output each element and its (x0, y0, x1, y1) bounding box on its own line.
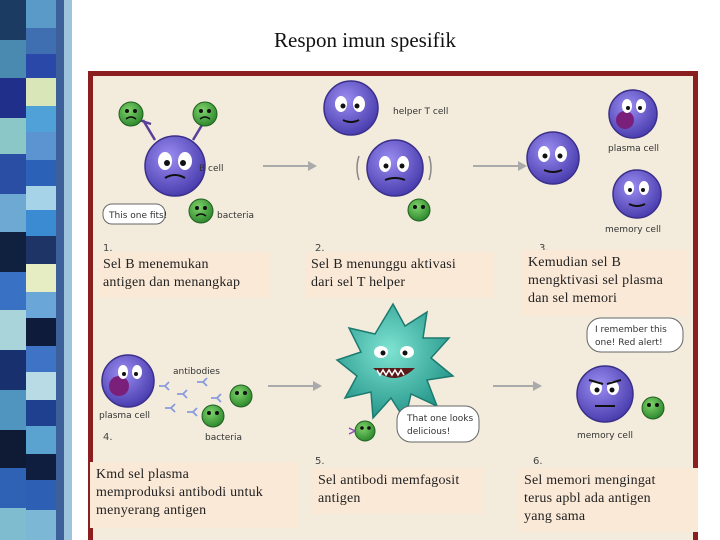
speech-text-6b: one! Red alert! (595, 338, 663, 348)
b-cell-1 (138, 118, 212, 197)
caption-1-line-1: Sel B menemukan (103, 257, 209, 272)
memory-cell-label-1: memory cell (605, 225, 661, 235)
memory-cell-2 (576, 365, 634, 423)
caption-step-3: Kemudian sel B mengktivasi sel plasma da… (522, 250, 688, 316)
caption-6-line-3: yang sama (524, 509, 586, 524)
bacteria-1b (192, 101, 218, 127)
caption-4-line-3: menyerang antigen (96, 503, 207, 518)
caption-step-1: Sel B menemukan antigen dan menangkap (97, 252, 269, 298)
plasma-cell-label-1: plasma cell (608, 144, 659, 154)
bacteria-label-1: bacteria (217, 211, 254, 221)
decorative-stripe (0, 0, 72, 540)
plasma-cell-1 (608, 89, 658, 139)
bacteria-1a (118, 101, 144, 127)
memory-cell-1 (612, 169, 662, 219)
antibody-swarm (159, 377, 222, 417)
step-number-4: 4. (103, 432, 113, 443)
b-cell-2 (356, 139, 432, 197)
caption-3-line-2: mengktivasi sel plasma (528, 273, 664, 288)
step-number-6: 6. (533, 456, 543, 467)
speech-bubble-5 (396, 405, 480, 443)
figure-illustration: B cell bacteria This one fits! 1. helper… (99, 80, 684, 467)
caption-2-line-1: Sel B menunggu aktivasi (311, 257, 456, 272)
bacteria-5 (348, 420, 376, 442)
caption-1-line-2: antigen dan menangkap (103, 275, 241, 290)
caption-step-6: Sel memori mengingat terus apbl ada anti… (518, 468, 698, 532)
speech-bubble-6 (586, 317, 684, 353)
caption-5-line-2: antigen (318, 491, 361, 506)
caption-4-line-2: memproduksi antibodi untuk (96, 485, 263, 500)
caption-4-line-1: Kmd sel plasma (96, 467, 190, 482)
caption-step-2: Sel B menunggu aktivasi dari sel T helpe… (305, 252, 493, 298)
bacteria-4a (229, 384, 253, 408)
plasma-cell-label-2: plasma cell (99, 411, 150, 421)
caption-3-line-3: dan sel memori (528, 291, 618, 306)
step-number-1: 1. (103, 243, 113, 254)
speech-text-1: This one fits! (108, 211, 167, 221)
helper-t-cell (323, 80, 379, 136)
arrowhead-4-5 (313, 381, 322, 391)
macrophage (335, 302, 455, 422)
step-number-5: 5. (315, 456, 325, 467)
caption-step-4: Kmd sel plasma memproduksi antibodi untu… (90, 462, 298, 528)
speech-text-5b: delicious! (407, 427, 450, 437)
step-number-3: 3. (539, 243, 549, 254)
caption-3-line-1: Kemudian sel B (528, 255, 622, 270)
speech-bubble-1 (102, 203, 166, 225)
plasma-cell-2 (101, 354, 155, 408)
speech-text-5a: That one looks (406, 414, 473, 424)
bacteria-label-2: bacteria (205, 433, 242, 443)
bacteria-1c (188, 198, 214, 224)
caption-6-line-1: Sel memori mengingat (524, 473, 656, 488)
helper-t-cell-label: helper T cell (393, 107, 448, 117)
antibodies-label: antibodies (173, 367, 220, 377)
caption-6-line-2: terus apbl ada antigen (524, 491, 651, 506)
step-number-2: 2. (315, 243, 325, 254)
bacteria-4b (201, 404, 225, 428)
slide-title: Respon imun spesifik (274, 28, 456, 52)
bacteria-2 (407, 198, 431, 222)
arrowhead-1-2 (308, 161, 317, 171)
arrowhead-5-6 (533, 381, 542, 391)
bacteria-6 (641, 396, 665, 420)
caption-step-5: Sel antibodi memfagosit antigen (312, 468, 484, 514)
speech-text-6a: I remember this (595, 325, 667, 335)
b-cell-3 (526, 131, 580, 185)
arrowhead-2-3 (518, 161, 527, 171)
memory-cell-label-2: memory cell (577, 431, 633, 441)
b-cell-label: B cell (199, 164, 224, 174)
caption-5-line-1: Sel antibodi memfagosit (318, 473, 460, 488)
caption-2-line-2: dari sel T helper (311, 275, 406, 290)
